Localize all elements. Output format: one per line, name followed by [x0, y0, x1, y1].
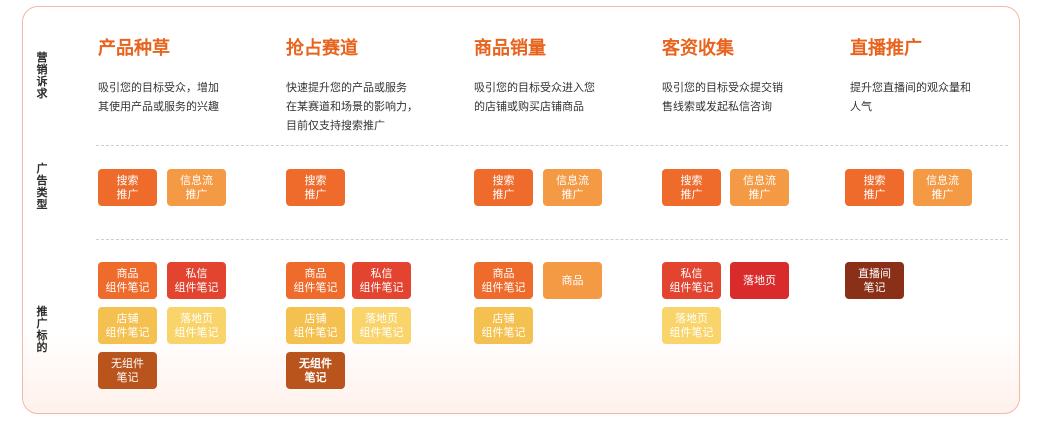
tag-product[interactable]: 商品 [543, 262, 602, 299]
tag-shop-component-note[interactable]: 店铺组件笔记 [474, 307, 533, 344]
column-desc-line: 的店铺或购买店铺商品 [474, 100, 584, 113]
column-desc-line: 吸引您的目标受众进入您 [474, 81, 595, 94]
tag-search-promotion[interactable]: 搜索推广 [662, 169, 721, 206]
tag-search-promotion[interactable]: 搜索推广 [845, 169, 904, 206]
column-desc-line: 吸引您的目标受众，增加 [98, 81, 219, 94]
column-title: 商品销量 [474, 38, 546, 59]
tag-live-room-note[interactable]: 直播间笔记 [845, 262, 904, 299]
tag-no-component-note[interactable]: 无组件笔记 [286, 352, 345, 389]
column-title: 抢占赛道 [286, 38, 358, 59]
column-desc-line: 在某赛道和场景的影响力， [286, 100, 418, 113]
column-product-sales: 商品销量 吸引您的目标受众进入您 的店铺或购买店铺商品 [474, 38, 644, 116]
tag-landing-component-note[interactable]: 落地页组件笔记 [662, 307, 721, 344]
row-label-ad-type: 广告类型 [36, 162, 48, 211]
row-divider [96, 145, 1008, 146]
tag-dm-component-note[interactable]: 私信组件笔记 [167, 262, 226, 299]
tag-dm-component-note[interactable]: 私信组件笔记 [662, 262, 721, 299]
tag-feed-promotion[interactable]: 信息流推广 [167, 169, 226, 206]
column-desc-line: 吸引您的目标受众提交销 [662, 81, 783, 94]
tag-landing-page[interactable]: 落地页 [730, 262, 789, 299]
tag-shop-component-note[interactable]: 店铺组件笔记 [98, 307, 157, 344]
column-desc-line: 售线索或发起私信咨询 [662, 100, 772, 113]
tag-feed-promotion[interactable]: 信息流推广 [543, 169, 602, 206]
tag-product-component-note[interactable]: 商品组件笔记 [98, 262, 157, 299]
row-label-demand: 营销诉求 [36, 51, 48, 100]
tag-shop-component-note[interactable]: 店铺组件笔记 [286, 307, 345, 344]
column-title: 直播推广 [850, 38, 922, 59]
tag-search-promotion[interactable]: 搜索推广 [474, 169, 533, 206]
row-label-target: 推广标的 [36, 305, 48, 354]
tag-search-promotion[interactable]: 搜索推广 [286, 169, 345, 206]
column-desc-line: 目前仅支持搜索推广 [286, 119, 385, 132]
tag-product-component-note[interactable]: 商品组件笔记 [474, 262, 533, 299]
column-desc-line: 快速提升您的产品或服务 [286, 81, 407, 94]
column-desc-line: 其使用产品或服务的兴趣 [98, 100, 219, 113]
tag-landing-component-note[interactable]: 落地页组件笔记 [167, 307, 226, 344]
column-title: 客资收集 [662, 38, 734, 59]
tag-feed-promotion[interactable]: 信息流推广 [730, 169, 789, 206]
tag-no-component-note[interactable]: 无组件笔记 [98, 352, 157, 389]
column-live-promotion: 直播推广 提升您直播间的观众量和 人气 [850, 38, 1000, 116]
row-divider [96, 239, 1008, 240]
column-desc-line: 人气 [850, 100, 872, 113]
tag-dm-component-note[interactable]: 私信组件笔记 [352, 262, 411, 299]
column-race-track: 抢占赛道 快速提升您的产品或服务 在某赛道和场景的影响力， 目前仅支持搜索推广 [286, 38, 461, 135]
tag-product-component-note[interactable]: 商品组件笔记 [286, 262, 345, 299]
marketing-goal-card [22, 6, 1020, 414]
tag-landing-component-note[interactable]: 落地页组件笔记 [352, 307, 411, 344]
tag-feed-promotion[interactable]: 信息流推广 [913, 169, 972, 206]
tag-search-promotion[interactable]: 搜索推广 [98, 169, 157, 206]
column-lead-collection: 客资收集 吸引您的目标受众提交销 售线索或发起私信咨询 [662, 38, 832, 116]
column-title: 产品种草 [98, 38, 170, 59]
column-product-seeding: 产品种草 吸引您的目标受众，增加 其使用产品或服务的兴趣 [98, 38, 268, 116]
column-desc-line: 提升您直播间的观众量和 [850, 81, 971, 94]
